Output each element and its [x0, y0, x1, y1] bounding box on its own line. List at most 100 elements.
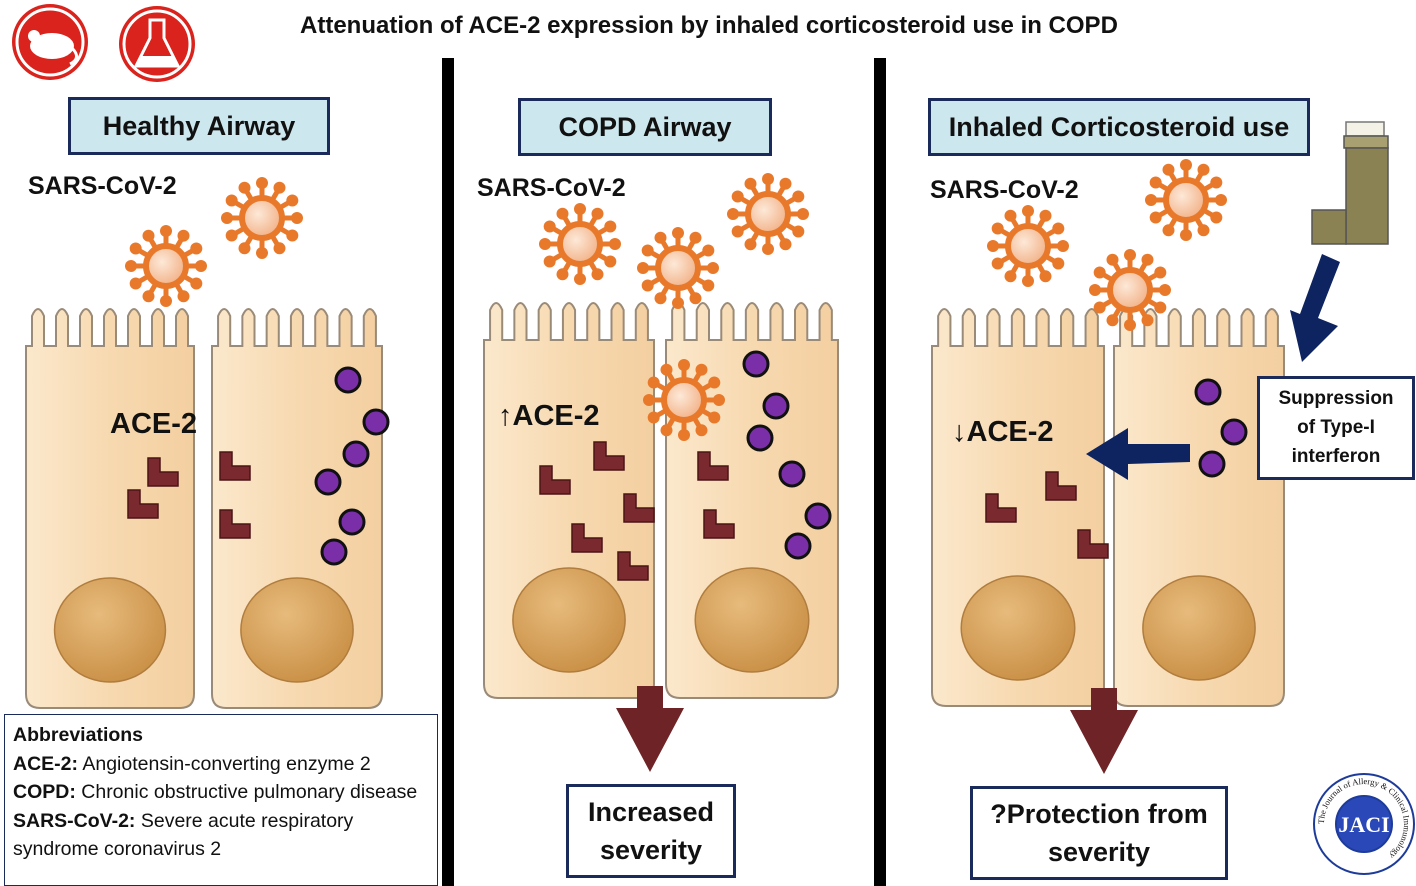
- abbreviation-definition: Severe acute respiratory syndrome corona…: [13, 809, 354, 861]
- spike-tip: [695, 363, 708, 376]
- sars-cov-2-virion: [727, 173, 809, 255]
- ace2-increased-label: ↑ACE-2: [498, 400, 600, 432]
- spike-tip: [641, 244, 654, 257]
- ace2-receptor: [539, 465, 571, 495]
- ace2-receptor: [1077, 529, 1109, 559]
- protection-severity-box: ?Protection from severity: [970, 786, 1228, 880]
- spike-tip: [604, 255, 617, 268]
- spike-tip: [779, 238, 792, 251]
- epithelial-cell: [25, 308, 195, 709]
- interferon-dot: [784, 532, 812, 560]
- spike-tip: [713, 394, 725, 406]
- spike-tip: [256, 247, 268, 259]
- spike-tip: [708, 376, 721, 389]
- spike-tip: [672, 227, 684, 239]
- spike-tip: [744, 177, 757, 190]
- mouse-icon-ring: [15, 7, 85, 77]
- spike-tip: [1057, 240, 1069, 252]
- ace2-receptor: [127, 489, 159, 519]
- spike-tip: [672, 297, 684, 309]
- ace2-receptor: [147, 457, 179, 487]
- navy-arrow: [1290, 254, 1340, 362]
- spike-tip: [637, 262, 649, 274]
- spike-tip: [238, 242, 251, 255]
- interferon-dot: [778, 460, 806, 488]
- spike-tip: [1197, 224, 1210, 237]
- abbreviation-definition: Chronic obstructive pulmonary disease: [81, 781, 418, 803]
- mouse-tail: [69, 46, 78, 66]
- spike-tip: [641, 279, 654, 292]
- spike-tip: [762, 173, 774, 185]
- spike-tip: [543, 255, 556, 268]
- suppression-line: Suppression: [1278, 388, 1394, 409]
- ics-use-heading: Inhaled Corticosteroid use: [928, 98, 1310, 156]
- spike-tip: [987, 240, 999, 252]
- sars-cov-2-virion: [221, 177, 303, 259]
- sars-cov-2-label: SARS-CoV-2: [477, 174, 626, 202]
- spike-tip: [1197, 163, 1210, 176]
- virion-envelope: [661, 377, 707, 423]
- interferon-dot: [334, 366, 362, 394]
- spike-tip: [286, 229, 299, 242]
- navy-arrow: [1086, 428, 1190, 480]
- spike-tip: [286, 194, 299, 207]
- spike-tip: [1052, 257, 1065, 270]
- flask-icon: [119, 6, 195, 82]
- healthy-airway-heading: Healthy Airway: [68, 97, 330, 155]
- spike-tip: [1145, 194, 1157, 206]
- spike-tip: [991, 257, 1004, 270]
- spike-tip: [660, 363, 673, 376]
- sars-cov-2-label: SARS-CoV-2: [930, 176, 1079, 204]
- spike-tip: [1039, 270, 1052, 283]
- nucleus: [960, 575, 1076, 681]
- interferon-dot: [742, 350, 770, 378]
- outcome-line: severity: [1047, 837, 1151, 867]
- spike-tip: [660, 424, 673, 437]
- ace2-receptor: [617, 551, 649, 581]
- nucleus: [53, 577, 167, 683]
- abbreviation-term: SARS-CoV-2:: [13, 809, 136, 832]
- spike-tip: [797, 208, 809, 220]
- spike-tip: [731, 225, 744, 238]
- spike-tip: [744, 238, 757, 251]
- sars-cov-2-virion: [987, 205, 1069, 287]
- inhaler-cap: [1345, 121, 1385, 137]
- abbreviation-term: ACE-2:: [13, 752, 79, 775]
- nucleus: [694, 567, 810, 673]
- jaci-logo: The Journal of Allergy & Clinical Immuno…: [1313, 773, 1415, 875]
- spike-tip: [1162, 224, 1175, 237]
- ace2-decreased-label: ↓ACE-2: [952, 416, 1054, 448]
- diagram-title: Attenuation of ACE-2 expression by inhal…: [300, 12, 1118, 39]
- spike-tip: [160, 295, 172, 307]
- abbreviations-heading: Abbreviations: [13, 724, 144, 746]
- flask-liquid: [137, 56, 177, 65]
- outcome-line: severity: [599, 835, 703, 865]
- spike-tip: [142, 229, 155, 242]
- flask-icon-badge: [119, 6, 195, 82]
- virion-envelope: [1163, 177, 1209, 223]
- spike-tip: [1154, 301, 1167, 314]
- spike-tip: [654, 292, 667, 305]
- interferon-dot: [1194, 378, 1222, 406]
- interferon-dot: [320, 538, 348, 566]
- ace2-receptor: [571, 523, 603, 553]
- sars-cov-2-virion: [643, 359, 725, 441]
- epithelial-cell: [931, 308, 1105, 707]
- spike-tip: [1149, 211, 1162, 224]
- mouse-icon: [12, 4, 88, 80]
- spike-tip: [702, 279, 715, 292]
- abbreviation-item: ACE-2: Angiotensin-converting enzyme 2: [13, 750, 429, 779]
- spike-tip: [689, 231, 702, 244]
- spike-tip: [1106, 314, 1119, 327]
- suppression-line: interferon: [1291, 446, 1381, 467]
- spike-tip: [1210, 176, 1223, 189]
- spike-tip: [1106, 253, 1119, 266]
- spike-tip: [160, 225, 172, 237]
- jaci-logo-core: [1335, 795, 1393, 853]
- mouse-ear: [28, 30, 40, 42]
- virion-envelope: [557, 221, 603, 267]
- spike-tip: [1093, 301, 1106, 314]
- jaci-logo-text: JACI: [1338, 812, 1389, 837]
- abbreviation-term: COPD:: [13, 781, 76, 803]
- spike-tip: [1215, 194, 1227, 206]
